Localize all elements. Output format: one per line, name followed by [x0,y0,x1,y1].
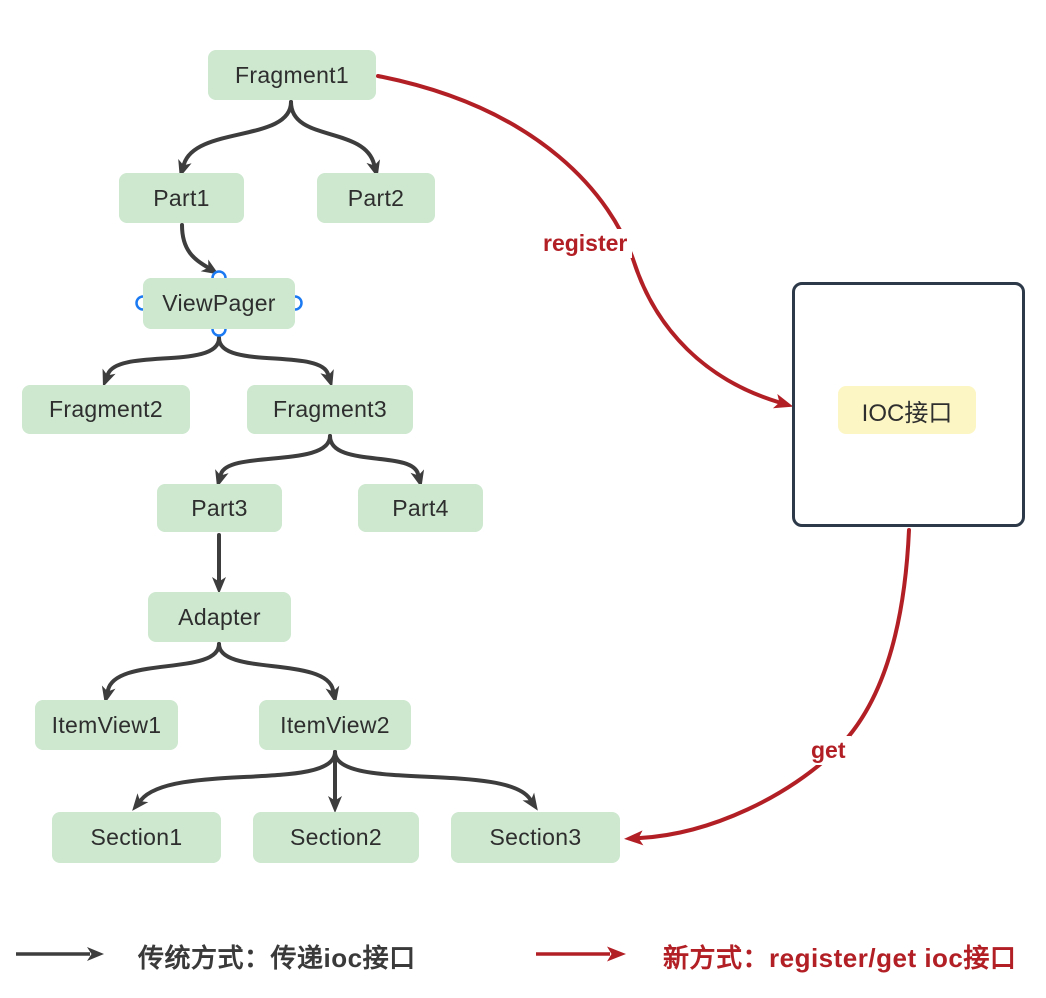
edge-get[interactable] [624,528,911,846]
edge-viewpager-fragment3[interactable] [217,336,334,388]
ioc-interface-box[interactable]: IOC接口 [838,386,976,434]
node-part1[interactable]: Part1 [119,173,244,223]
edge-viewpager-fragment2[interactable] [102,336,221,388]
node-fragment3-label: Fragment3 [273,396,387,422]
node-part4[interactable]: Part4 [358,484,483,532]
edge-fragment1-part1[interactable] [178,100,293,178]
node-viewpager[interactable]: ViewPager [143,278,295,329]
node-fragment2[interactable]: Fragment2 [22,385,190,434]
node-section1[interactable]: Section1 [52,812,221,863]
node-itemview2-label: ItemView2 [280,711,390,738]
node-part1-label: Part1 [153,184,210,211]
node-section3-label: Section3 [489,824,582,850]
node-viewpager-label: ViewPager [162,290,276,316]
edge-part1-viewpager[interactable] [180,223,219,275]
node-section2[interactable]: Section2 [253,812,419,863]
node-part2[interactable]: Part2 [317,173,435,223]
legend-traditional-label: 传统方式：传递ioc接口 [138,943,416,973]
edge-itemview2-section3[interactable] [333,750,538,811]
register-edge-label: register [538,229,633,258]
node-fragment1-label: Fragment1 [235,61,349,88]
node-section2-label: Section2 [290,824,382,850]
edge-fragment1-part2[interactable] [289,100,380,178]
edge-fragment3-part3[interactable] [215,434,332,488]
node-fragment2-label: Fragment2 [49,396,163,422]
node-fragment1[interactable]: Fragment1 [208,50,376,100]
node-section1-label: Section1 [90,824,183,850]
node-fragment3[interactable]: Fragment3 [247,385,413,434]
node-section3[interactable]: Section3 [451,812,620,863]
edge-fragment3-part4[interactable] [328,434,425,488]
node-itemview2[interactable]: ItemView2 [259,700,411,750]
node-adapter-label: Adapter [178,603,261,630]
node-itemview1[interactable]: ItemView1 [35,700,178,750]
node-part3-label: Part3 [191,494,248,521]
legend-new-label: 新方式：register/get ioc接口 [663,943,1017,973]
ioc-interface-label: IOC接口 [861,399,953,427]
node-part4-label: Part4 [392,494,449,521]
edge-adapter-itemview1[interactable] [101,642,221,704]
node-itemview1-label: ItemView1 [51,711,162,738]
node-part3[interactable]: Part3 [157,484,282,532]
get-edge-label: get [806,736,851,765]
node-adapter[interactable]: Adapter [148,592,291,642]
edge-itemview2-section1[interactable] [132,750,337,811]
edge-adapter-itemview2[interactable] [217,642,340,704]
node-part2-label: Part2 [347,184,405,211]
